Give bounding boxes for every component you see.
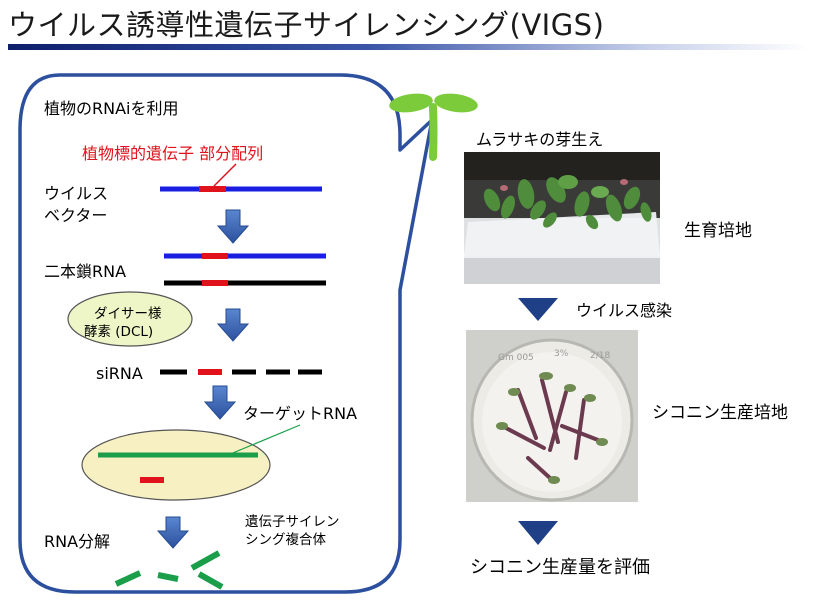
petri-dish-illustration: Gm 005 3% 2/18: [466, 330, 638, 502]
seedling-illustration: [464, 152, 660, 284]
shikonin-medium-label: シコニン生産培地: [652, 403, 788, 423]
virus-vector-label-line1: ウイルス: [44, 184, 109, 203]
process-arrow-3: [203, 385, 237, 420]
page-title: ウイルス誘導性遺伝子サイレンシング(VIGS): [8, 8, 605, 42]
target-gene-label: 植物標的遺伝子 部分配列: [82, 144, 264, 163]
silencing-complex-label-line2: シング複合体: [245, 532, 326, 548]
insert-pointer-line: [213, 163, 237, 187]
target-rna-pointer-line: [227, 424, 301, 456]
silencing-complex-label-line1: 遺伝子サイレン: [245, 514, 340, 530]
dicer-enzyme-shape: [67, 291, 193, 347]
degraded-rna-fragments: [114, 550, 224, 590]
rna-degradation-label: RNA分解: [44, 532, 111, 551]
process-arrow-2: [216, 308, 250, 342]
target-rna-label: ターゲットRNA: [243, 404, 358, 423]
silencing-complex-shape: [81, 429, 271, 501]
petri-dish-photo: Gm 005 3% 2/18: [466, 330, 638, 502]
seedling-label: ムラサキの芽生え: [476, 130, 604, 149]
dish-mark-3: 2/18: [590, 351, 610, 361]
evaluation-arrow-icon: [518, 521, 558, 545]
dish-mark-2: 3%: [554, 349, 569, 359]
dsrna-label: 二本鎖RNA: [44, 262, 127, 281]
sirna-label: siRNA: [96, 364, 143, 383]
shikonin-evaluation-label: シコニン生産量を評価: [470, 557, 650, 578]
infection-arrow-icon: [518, 298, 558, 321]
seedling-photo: [464, 152, 660, 284]
process-arrow-4: [156, 516, 190, 549]
rnai-heading: 植物のRNAiを利用: [44, 99, 179, 118]
dicer-label-line2: 酵素 (DCL): [84, 324, 154, 340]
dsrna-strands: [164, 253, 326, 286]
sprout-icon: [389, 93, 478, 161]
growth-medium-label: 生育培地: [684, 221, 752, 241]
title-underline: [8, 44, 808, 50]
virus-infection-label: ウイルス感染: [576, 301, 673, 320]
process-arrow-1: [216, 209, 250, 244]
dicer-label-line1: ダイサー様: [94, 306, 162, 322]
dish-mark-1: Gm 005: [498, 353, 534, 363]
virus-vector-label-line2: ベクター: [44, 206, 108, 225]
